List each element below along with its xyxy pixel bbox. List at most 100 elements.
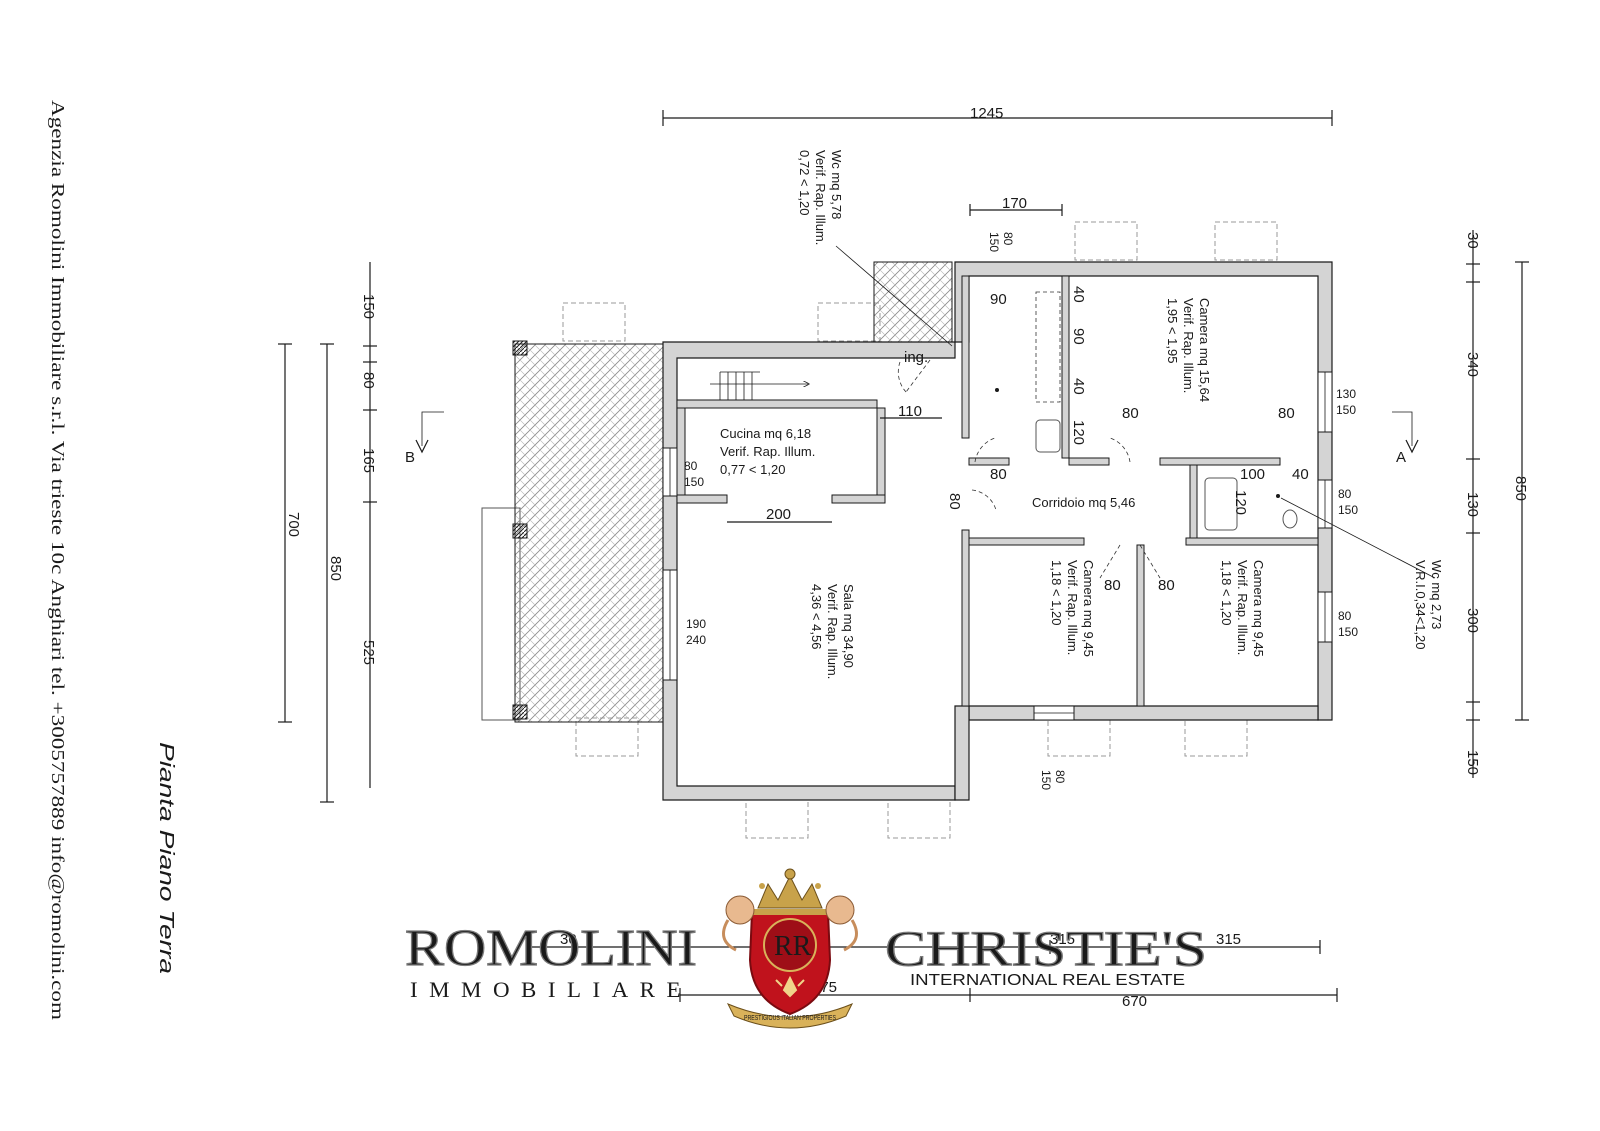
camera-mid-line1: Camera mq 9,45 bbox=[1081, 560, 1096, 657]
wc-right-line1: Wc mq 2,73 bbox=[1429, 560, 1444, 629]
dim-right-150: 150 bbox=[1464, 750, 1481, 775]
exterior-walls bbox=[662, 261, 1333, 801]
dim-right-130: 130 bbox=[1464, 492, 1481, 517]
win-top-80: 80 bbox=[1001, 232, 1015, 246]
room-wc-top: Wc mq 5,78 Verif. Rap. Illum. 0,72 < 1,2… bbox=[797, 150, 844, 245]
staircase bbox=[710, 371, 808, 400]
win-right-80-c: 80 bbox=[1338, 609, 1352, 623]
wc-top-leader bbox=[835, 245, 953, 347]
seal-letters: RR bbox=[774, 931, 812, 962]
wc-right-line2: V.R.I.0,34<1,20 bbox=[1413, 560, 1428, 650]
label-wc-90b: 90 bbox=[1070, 328, 1087, 345]
wc-top-line3: 0,72 < 1,20 bbox=[797, 150, 812, 215]
logo-christies: CHRISTIE'S bbox=[885, 920, 1207, 976]
label-100: 100 bbox=[1240, 466, 1265, 483]
label-ing: ing. bbox=[904, 349, 928, 366]
win-bottom-150: 150 bbox=[1039, 770, 1053, 790]
sala-line3: 4,36 < 4,56 bbox=[809, 584, 824, 649]
win-cucina-150: 150 bbox=[684, 475, 704, 489]
room-wc-right: Wc mq 2,73 V.R.I.0,34<1,20 bbox=[1413, 560, 1444, 650]
room-camera-right: Camera mq 9,45 Verif. Rap. Illum. 1,18 <… bbox=[1219, 560, 1266, 657]
dim-170-line: 170 bbox=[969, 195, 1063, 216]
win-right-80-b: 80 bbox=[1338, 487, 1352, 501]
dim-bottom-315b: 315 bbox=[1216, 931, 1241, 948]
dim-top-170: 170 bbox=[1002, 195, 1027, 212]
camera-top-line3: 1,95 < 1,95 bbox=[1165, 298, 1180, 363]
dim-bottom-30: 30 bbox=[560, 931, 577, 948]
dim-left-850: 850 bbox=[327, 556, 344, 581]
camera-right-line3: 1,18 < 1,20 bbox=[1219, 560, 1234, 625]
camera-mid-line2: Verif. Rap. Illum. bbox=[1065, 560, 1080, 655]
camera-top-line2: Verif. Rap. Illum. bbox=[1181, 298, 1196, 393]
camera-right-line2: Verif. Rap. Illum. bbox=[1235, 560, 1250, 655]
wc-top-line1: Wc mq 5,78 bbox=[829, 150, 844, 219]
label-80-corr-vert: 80 bbox=[946, 493, 963, 510]
win-sala-190: 190 bbox=[686, 617, 706, 631]
section-label-b: B bbox=[405, 449, 415, 466]
dim-right-340: 340 bbox=[1464, 352, 1481, 377]
cucina-line2: Verif. Rap. Illum. bbox=[720, 444, 815, 459]
crest-seal: RR PRESTIGIOUS ITALIAN PROPERTIES bbox=[722, 868, 858, 1029]
dim-left-165: 165 bbox=[360, 448, 377, 473]
label-80-cam-top-right: 80 bbox=[1278, 405, 1295, 422]
win-bottom-80: 80 bbox=[1053, 770, 1067, 784]
wc-right-leader bbox=[1280, 497, 1436, 579]
plan-title: Pianta Piano Terra bbox=[155, 742, 177, 974]
section-label-a: A bbox=[1396, 449, 1406, 466]
win-right-150-a: 150 bbox=[1336, 403, 1356, 417]
win-top-150: 150 bbox=[987, 232, 1001, 252]
win-sala-240: 240 bbox=[686, 633, 706, 647]
terrace bbox=[481, 340, 664, 723]
label-80-cam-mid: 80 bbox=[1104, 577, 1121, 594]
brand-logo: ROMOLINI IMMOBILIARE CHRISTIE'S INTERNAT… bbox=[404, 868, 1208, 1029]
win-right-150-c: 150 bbox=[1338, 625, 1358, 639]
win-cucina-80: 80 bbox=[684, 459, 698, 473]
label-wc-40b: 40 bbox=[1070, 378, 1087, 395]
label-120-wc: 120 bbox=[1232, 490, 1249, 515]
label-80-cam-top: 80 bbox=[1122, 405, 1139, 422]
win-right-150-b: 150 bbox=[1338, 503, 1358, 517]
right-dimension-chain: 30 340 130 300 150 850 bbox=[1464, 230, 1529, 778]
dim-right-300: 300 bbox=[1464, 608, 1481, 633]
camera-top-line1: Camera mq 15,64 bbox=[1197, 298, 1212, 402]
window-openings bbox=[662, 371, 1333, 721]
dim-right-total: 850 bbox=[1512, 476, 1529, 501]
dim-left-700: 700 bbox=[285, 512, 302, 537]
label-110: 110 bbox=[898, 403, 922, 420]
label-wc-40a: 40 bbox=[1070, 286, 1087, 303]
dim-left-150: 150 bbox=[360, 294, 377, 319]
label-wc-120: 120 bbox=[1070, 420, 1087, 445]
label-80-cam-right: 80 bbox=[1158, 577, 1175, 594]
interior-dimensions: ing. 110 200 80 80 80 80 100 40 120 80 8… bbox=[727, 286, 1309, 594]
dim-top-total: 1245 bbox=[970, 105, 1003, 122]
dim-right-30: 30 bbox=[1464, 232, 1481, 249]
door-swings bbox=[897, 359, 1161, 579]
section-marker-b: B bbox=[405, 411, 444, 466]
room-camera-top: Camera mq 15,64 Verif. Rap. Illum. 1,95 … bbox=[1165, 298, 1212, 402]
logo-immobiliare: IMMOBILIARE bbox=[410, 977, 692, 1002]
dim-left-80: 80 bbox=[360, 372, 377, 389]
seal-motto: PRESTIGIOUS ITALIAN PROPERTIES bbox=[744, 1015, 836, 1022]
room-sala: Sala mq 34,90 Verif. Rap. Illum. 4,36 < … bbox=[809, 584, 856, 679]
camera-right-line1: Camera mq 9,45 bbox=[1251, 560, 1266, 657]
dim-left-525: 525 bbox=[360, 640, 377, 665]
entrance-porch bbox=[873, 261, 953, 343]
label-wc-90a: 90 bbox=[990, 291, 1007, 308]
wc-top-line2: Verif. Rap. Illum. bbox=[813, 150, 828, 245]
logo-romolini: ROMOLINI bbox=[405, 920, 697, 977]
bathroom-fixtures bbox=[995, 291, 1298, 531]
section-marker-a: A bbox=[1392, 411, 1419, 466]
room-camera-mid: Camera mq 9,45 Verif. Rap. Illum. 1,18 <… bbox=[1049, 560, 1096, 657]
sala-line2: Verif. Rap. Illum. bbox=[825, 584, 840, 679]
dim-bottom-670: 670 bbox=[1122, 993, 1147, 1010]
interior-walls bbox=[676, 275, 1319, 707]
dim-bottom-315a: 315 bbox=[1050, 931, 1075, 948]
camera-mid-line3: 1,18 < 1,20 bbox=[1049, 560, 1064, 625]
sala-line1: Sala mq 34,90 bbox=[841, 584, 856, 668]
room-cucina: Cucina mq 6,18 Verif. Rap. Illum. 0,77 <… bbox=[720, 426, 815, 477]
window-size-labels: 80 150 130 150 80 150 80 150 80 150 190 … bbox=[684, 232, 1358, 790]
label-200: 200 bbox=[766, 506, 791, 523]
label-80-corr-left: 80 bbox=[990, 466, 1007, 483]
win-right-130: 130 bbox=[1336, 387, 1356, 401]
